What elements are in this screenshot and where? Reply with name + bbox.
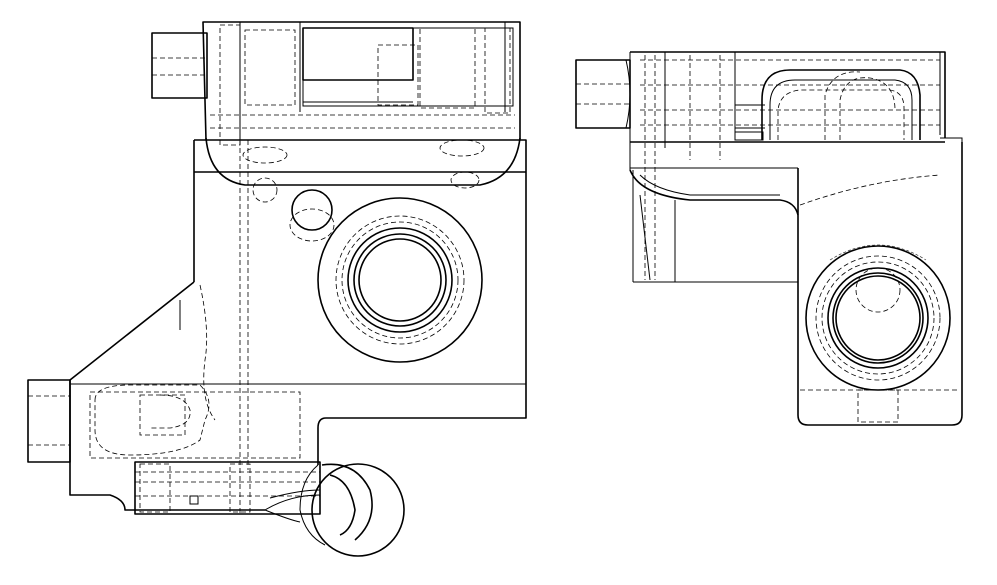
- side-port-bore: [835, 275, 921, 361]
- side-port-ring: [827, 267, 929, 369]
- front-port-ring: [347, 227, 453, 333]
- front-end-fitting-inner: [321, 463, 373, 541]
- front-port-outer: [317, 197, 483, 363]
- front-view: [27, 21, 527, 557]
- side-left-boss: [575, 59, 631, 129]
- front-bottom-cylinder: [134, 461, 321, 515]
- front-end-fitting-outer: [311, 463, 405, 557]
- front-main-body: [193, 139, 527, 465]
- front-left-arm-boss: [27, 379, 71, 463]
- front-top-boss: [151, 32, 208, 99]
- front-left-arm: [69, 380, 265, 511]
- side-pocket: [761, 69, 921, 140]
- front-top-inner-frame: [302, 27, 514, 107]
- side-port-outer: [805, 245, 951, 391]
- front-chamfer: [69, 281, 195, 381]
- side-view: [575, 51, 963, 426]
- front-top-housing: [202, 21, 521, 141]
- front-small-bore: [291, 189, 333, 231]
- side-body-transition: [629, 169, 799, 216]
- side-main-body: [797, 142, 963, 426]
- front-port-bore: [358, 238, 442, 322]
- front-housing-curve: [205, 137, 521, 186]
- front-top-pocket: [302, 27, 414, 81]
